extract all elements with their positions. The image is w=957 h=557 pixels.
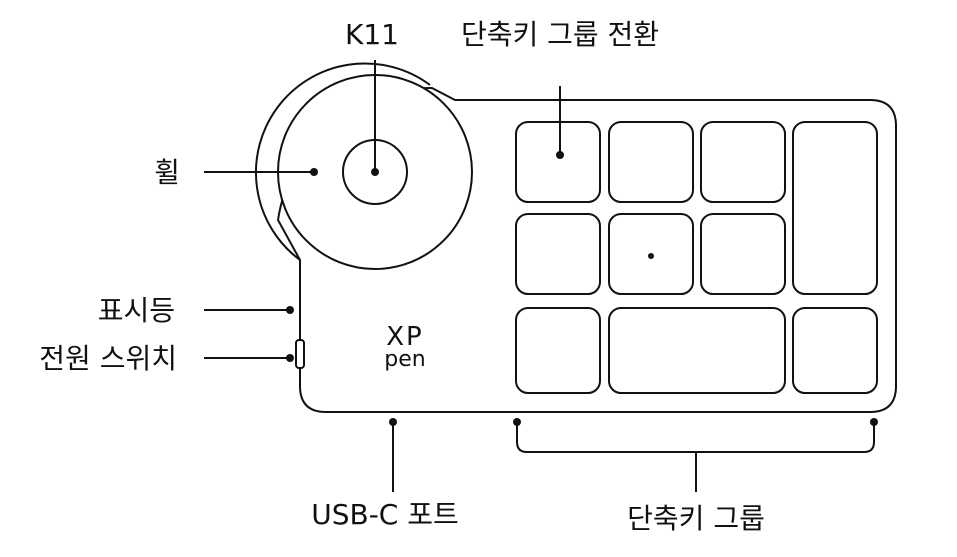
label-usb-port: USB-C 포트 (311, 498, 459, 531)
leader-dot-key-group-left (513, 418, 521, 426)
key-tall (792, 121, 878, 295)
key (515, 213, 601, 295)
leader-dot-group-switch (556, 151, 564, 159)
label-indicator: 표시등 (98, 294, 175, 327)
key (515, 121, 601, 203)
leader-dot-usb (389, 418, 397, 426)
leader-dot-key-group-right (870, 418, 878, 426)
key (515, 307, 601, 394)
power-switch (295, 339, 305, 369)
dial-housing-arc (255, 62, 431, 261)
leader-dot-indicator (286, 306, 294, 314)
label-power-switch: 전원 스위치 (39, 342, 177, 375)
key-marker-dot (648, 253, 654, 259)
label-key-group: 단축키 그룹 (627, 502, 765, 535)
label-group-switch: 단축키 그룹 전환 (461, 18, 659, 51)
key-wide (608, 307, 786, 394)
leader-dot-wheel (310, 168, 318, 176)
leader-dot-power-switch (286, 354, 294, 362)
key-group-bracket (516, 422, 875, 453)
leader-dot-k11 (371, 168, 379, 176)
key (700, 213, 786, 295)
key (608, 121, 694, 203)
label-k11: K11 (345, 18, 399, 51)
logo-xp: XP (386, 322, 424, 352)
key (700, 121, 786, 203)
label-wheel: 휠 (154, 156, 180, 189)
key (792, 307, 878, 394)
logo-pen: pen (384, 347, 425, 372)
